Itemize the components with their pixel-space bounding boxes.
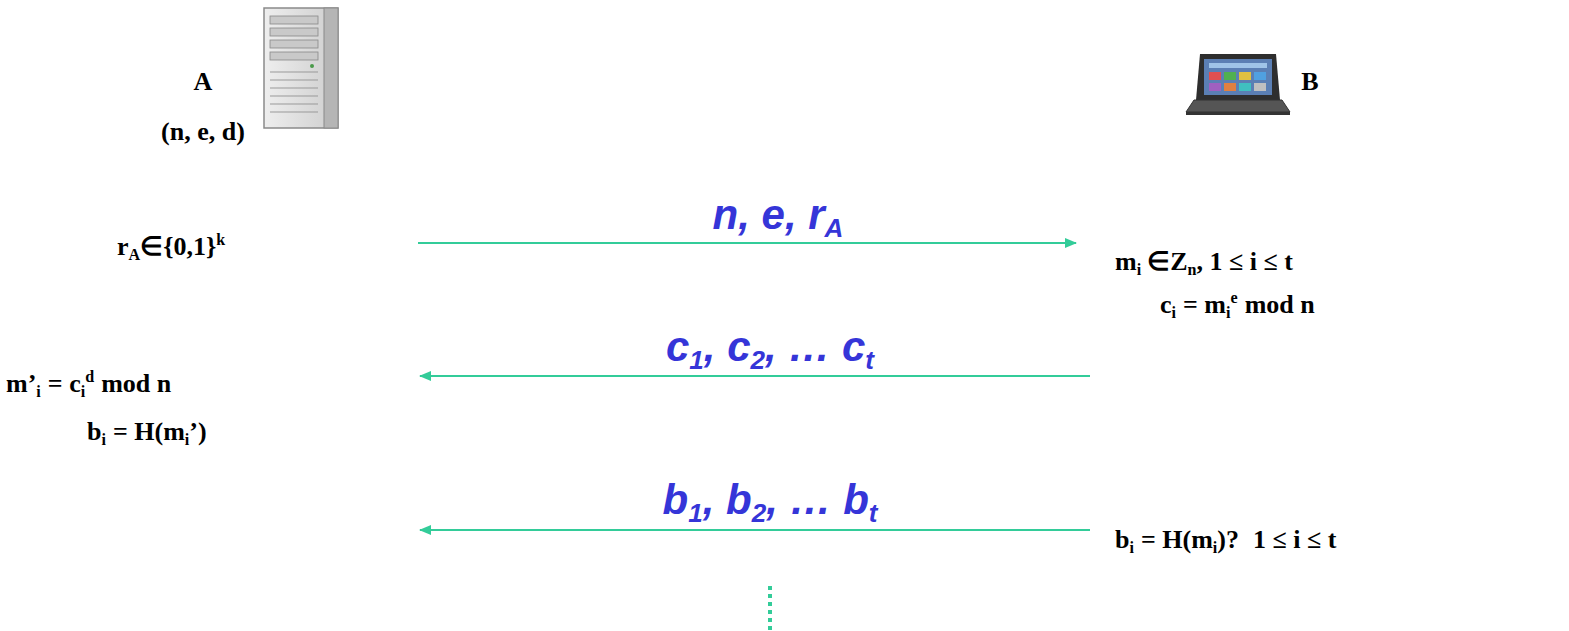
formula-text: )?: [1217, 525, 1239, 554]
formula-text: i: [36, 383, 40, 400]
formula-text-line: bi= H(mi)?1 ≤ i ≤ t: [1115, 525, 1336, 555]
message-label-line: n, e, rA: [713, 191, 844, 239]
formula-text: i: [1172, 304, 1176, 321]
formula-text: i: [1226, 304, 1230, 321]
formula-text: b: [1115, 525, 1129, 554]
formula-text-line: m’i= cidmod n: [6, 369, 171, 399]
formula-text: = H(m: [113, 417, 185, 446]
message-label-line: b1, b2, … bt: [663, 476, 878, 524]
message-arrow: [418, 242, 1076, 244]
message-label: , b: [703, 476, 752, 523]
message-arrow: [420, 375, 1090, 377]
formula-text: ∈Z: [1147, 247, 1187, 276]
formula-text: ’): [189, 417, 206, 446]
formula-text: m’: [6, 369, 36, 398]
party-name: A: [194, 67, 213, 96]
message-label-line: c1, c2, … ct: [666, 323, 874, 371]
message-label: 1: [689, 345, 703, 375]
message-label: A: [825, 213, 844, 243]
formula-text: i: [185, 431, 189, 448]
formula-text: ∈{0,1}: [140, 232, 216, 261]
formula-text: 1 ≤ i ≤ t: [1253, 525, 1336, 554]
party-name: B: [1301, 67, 1318, 96]
formula-text-line: ci= miemod n: [1160, 290, 1315, 320]
formula-text: i: [1137, 261, 1141, 278]
formula-text: d: [85, 368, 94, 385]
formula-text: i: [81, 383, 85, 400]
formula-text: n: [1188, 261, 1197, 278]
formula-text: m: [1115, 247, 1137, 276]
formula-text: mod n: [1245, 290, 1315, 319]
formula-text: = c: [48, 369, 81, 398]
message-label: n, e, r: [713, 191, 825, 238]
party-name-line: B: [1301, 67, 1318, 97]
message-label: 2: [751, 345, 765, 375]
message-label: 2: [752, 498, 766, 528]
continuation-dots: [768, 586, 772, 631]
formula-text: k: [216, 231, 225, 248]
message-label: t: [865, 345, 874, 375]
formula-text: A: [129, 246, 141, 263]
message-label: , c: [704, 323, 751, 370]
formula-text: mod n: [101, 369, 171, 398]
party-name-line: A: [194, 67, 213, 97]
key-tuple-line: (n, e, d): [161, 117, 245, 147]
formula-text: i: [1213, 539, 1217, 556]
message-label: 1: [688, 498, 702, 528]
message-label: b: [663, 476, 689, 523]
message-arrow: [420, 529, 1090, 531]
formula-text: i: [101, 431, 105, 448]
formula-text-line: bi= H(mi’): [87, 417, 207, 447]
server-icon: [264, 8, 338, 128]
message-label: c: [666, 323, 689, 370]
formula-text: r: [117, 232, 129, 261]
message-label: t: [869, 498, 878, 528]
formula-text-line: rA∈{0,1}k: [117, 232, 225, 262]
formula-text-line: mi ∈Zn, 1 ≤ i ≤ t: [1115, 247, 1293, 277]
formula-text: e: [1231, 289, 1238, 306]
key-tuple: (n, e, d): [161, 117, 245, 146]
formula-text: c: [1160, 290, 1172, 319]
formula-text: = m: [1183, 290, 1226, 319]
formula-text: b: [87, 417, 101, 446]
message-label: , … c: [765, 323, 865, 370]
formula-text: , 1 ≤ i ≤ t: [1196, 247, 1292, 276]
formula-text: = H(m: [1141, 525, 1213, 554]
formula-text: i: [1129, 539, 1133, 556]
message-label: , … b: [766, 476, 869, 523]
laptop-icon: [1186, 54, 1290, 115]
